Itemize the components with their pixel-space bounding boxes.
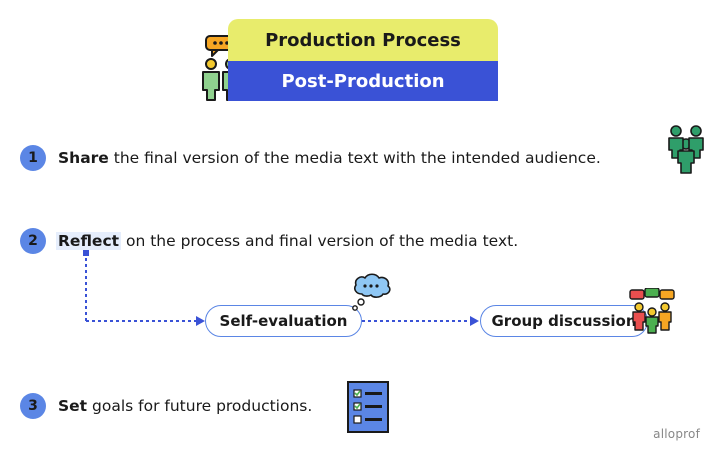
step-2-number: 2 [20, 228, 46, 254]
step-1-description: the final version of the media text with… [108, 149, 601, 167]
brand-logo: alloprof [653, 427, 700, 441]
step-3-description: goals for future productions. [87, 397, 313, 415]
step-1-keyword: Share [58, 149, 109, 167]
step-2-description: on the process and final version of the … [121, 232, 519, 250]
self-evaluation-to-group-discussion-arrow [362, 316, 479, 326]
group-discussion-node: Group discussion [480, 305, 648, 337]
thought-bubble-icon [352, 273, 391, 311]
step-2-text: Reflect on the process and final version… [56, 231, 518, 251]
checklist-icon [347, 381, 389, 433]
step-1-text: Share the final version of the media tex… [58, 148, 601, 168]
step-3-number: 3 [20, 393, 46, 419]
step-1-number: 1 [20, 145, 46, 171]
step-2-keyword: Reflect [56, 232, 122, 250]
step-3-text: Set goals for future productions. [58, 396, 312, 416]
audience-group-icon [668, 125, 704, 174]
banner-subtitle: Post-Production [228, 61, 498, 101]
group-discussion-icon [629, 288, 675, 334]
self-evaluation-node: Self-evaluation [205, 305, 362, 337]
banner-title: Production Process [228, 19, 498, 61]
step-3-keyword: Set [58, 397, 88, 415]
reflect-to-self-evaluation-arrow [83, 250, 205, 326]
